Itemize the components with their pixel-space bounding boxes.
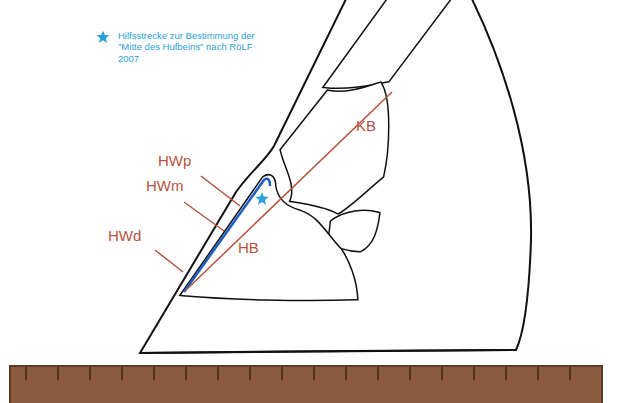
star-swatch [96, 30, 110, 44]
wall-thickness-label: HWd [108, 228, 141, 243]
ruler-ticks [26, 367, 570, 380]
measurement-lines [155, 92, 392, 290]
hoof-sole [140, 350, 516, 353]
star-marker [255, 192, 268, 205]
long-pastern-bone [326, 0, 452, 87]
coffin-bone [183, 176, 356, 298]
bone-label: KB [356, 118, 376, 133]
wall-thickness-label: HWp [158, 153, 191, 168]
legend-text: Hilfsstrecke zur Bestimmung der "Mitte d… [118, 30, 256, 64]
hoof-outline [140, 0, 531, 353]
bone-label: HB [238, 240, 259, 255]
legend-row: Hilfsstrecke zur Bestimmung der "Mitte d… [96, 30, 256, 64]
wall-thickness-label: HWm [146, 178, 184, 193]
ruler [10, 366, 602, 403]
